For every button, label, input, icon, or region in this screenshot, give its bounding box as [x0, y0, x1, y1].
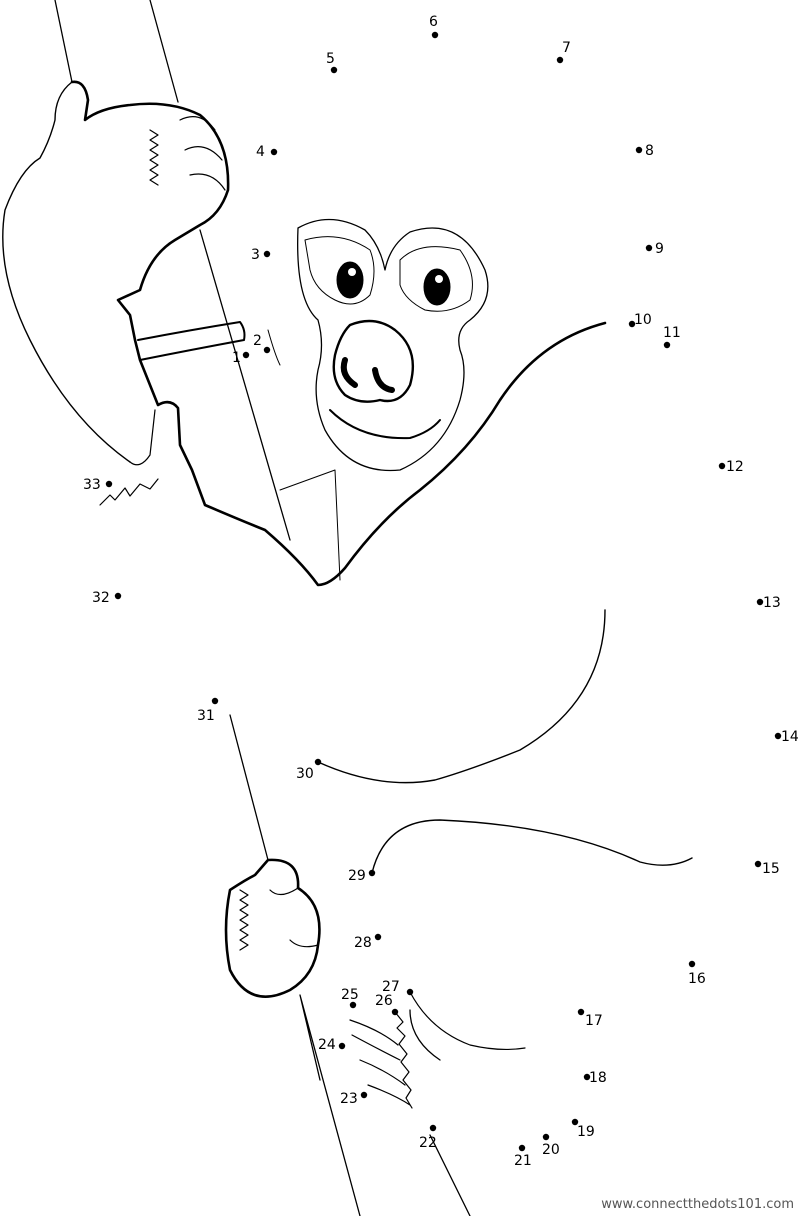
dot-30	[314, 758, 322, 766]
dot-label: 3	[251, 247, 260, 263]
dot-label: 13	[763, 595, 781, 611]
dot-label: 5	[326, 51, 335, 67]
dot-12	[718, 462, 726, 470]
lower-hand	[224, 858, 321, 998]
dot-22	[429, 1124, 437, 1132]
dot-2	[263, 346, 271, 354]
dot-4	[270, 148, 278, 156]
dot-label: 19	[577, 1124, 595, 1140]
right-eye	[423, 268, 451, 306]
arm-outer	[2, 81, 131, 463]
dot-label: 21	[514, 1153, 532, 1169]
dot-32	[114, 592, 122, 600]
dot-6	[431, 31, 439, 39]
face-outline	[297, 218, 489, 472]
fingers-bottom	[239, 887, 319, 951]
upper-arm	[70, 80, 607, 587]
dot-label: 10	[634, 312, 652, 328]
foot	[349, 991, 526, 1109]
nostrils	[340, 357, 395, 393]
watermark: www.connectthedots101.com	[601, 1197, 794, 1212]
dot-label: 7	[562, 40, 571, 56]
dot-label: 29	[348, 868, 366, 884]
dot-26	[391, 1008, 399, 1016]
dot-label: 14	[781, 729, 799, 745]
dot-label: 17	[585, 1013, 603, 1029]
dot-label: 25	[341, 987, 359, 1003]
dot-19	[571, 1118, 579, 1126]
dot-27	[406, 988, 414, 996]
vine-bottom	[229, 714, 361, 1216]
dot-16	[688, 960, 696, 968]
leg-line	[409, 1009, 471, 1216]
dot-label: 24	[318, 1037, 336, 1053]
dot-label: 9	[655, 241, 664, 257]
dot-label: 12	[726, 459, 744, 475]
dot-33	[105, 480, 113, 488]
dot-7	[556, 56, 564, 64]
dot-label: 27	[382, 979, 400, 995]
chest	[267, 329, 341, 581]
dot-label: 31	[197, 708, 215, 724]
dot-label: 4	[256, 144, 265, 160]
dot-10	[628, 320, 636, 328]
dot-17	[577, 1008, 585, 1016]
dot-label: 11	[663, 325, 681, 341]
dot-1	[242, 351, 250, 359]
nose	[332, 319, 414, 403]
dot-label: 26	[375, 993, 393, 1009]
dot-31	[211, 697, 219, 705]
dot-11	[663, 341, 671, 349]
dot-label: 28	[354, 935, 372, 951]
dot-label: 16	[688, 971, 706, 987]
dot-15	[754, 860, 762, 868]
dot-label: 30	[296, 766, 314, 782]
dot-13	[756, 598, 764, 606]
dot-21	[518, 1144, 526, 1152]
lower-thumb	[99, 409, 159, 506]
dot-28	[374, 933, 382, 941]
dot-9	[645, 244, 653, 252]
dot-18	[583, 1073, 591, 1081]
dot-layer: 1234567891011121314151617181920212223242…	[83, 14, 799, 1169]
dot-5	[330, 66, 338, 74]
dot-label: 6	[429, 14, 438, 30]
belly-curve	[317, 609, 606, 784]
dot-label: 33	[83, 477, 101, 493]
dot-label: 1	[232, 350, 241, 366]
fingers-top	[149, 116, 226, 191]
dot-8	[635, 146, 643, 154]
mouth	[329, 409, 441, 440]
dot-29	[368, 869, 376, 877]
dot-23	[360, 1091, 368, 1099]
thigh-curve	[371, 819, 693, 874]
dot-14	[774, 732, 782, 740]
left-eye	[336, 261, 364, 299]
dot-label: 8	[645, 143, 654, 159]
vine-top	[54, 0, 291, 541]
cuff	[137, 321, 246, 361]
dot-25	[349, 1001, 357, 1009]
dot-label: 15	[762, 861, 780, 877]
dot-label: 18	[589, 1070, 607, 1086]
dot-label: 32	[92, 590, 110, 606]
dot-label: 22	[419, 1135, 437, 1151]
dot-label: 2	[253, 333, 262, 349]
dot-label: 20	[542, 1142, 560, 1158]
dot-20	[542, 1133, 550, 1141]
dot-3	[263, 250, 271, 258]
dot-24	[338, 1042, 346, 1050]
dot-label: 23	[340, 1091, 358, 1107]
brow	[304, 236, 473, 312]
